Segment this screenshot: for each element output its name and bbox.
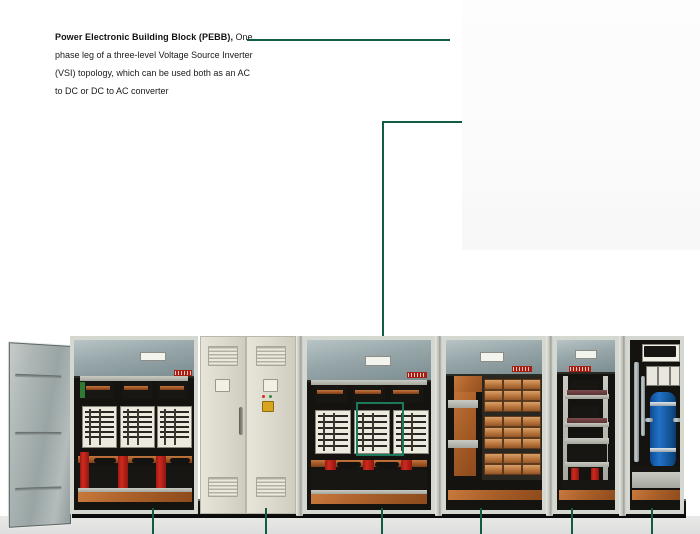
cabinet-door-open[interactable] [7,341,72,529]
bottom-leader-2 [265,508,267,534]
vent-grille [256,477,286,497]
cabinet-post [296,336,303,516]
cabinet-post [619,336,626,516]
cabinet-inverter-left[interactable] [70,336,198,514]
caption-body: One phase leg of a three-level Voltage S… [55,32,253,96]
caption-title-suffix: , [230,32,234,42]
door-badge [215,379,230,392]
converter-cabinet-lineup-photo [7,336,684,534]
cabinet-post [546,336,553,516]
emergency-stop[interactable] [262,401,274,412]
module-leader-horizontal [382,121,468,123]
floor-strip [0,516,700,534]
pebb-highlight-rectangle [356,402,404,456]
cabinet-capacitor-bank[interactable] [442,336,546,514]
cabinet-cooling-unit[interactable] [626,336,684,514]
pebb-caption: Power Electronic Building Block (PEBB), … [55,27,255,99]
cabinet-reactor[interactable] [553,336,619,514]
cabinet-control-2[interactable] [246,336,296,514]
bottom-leader-6 [651,508,653,534]
status-led-green [269,395,272,398]
door-badge [263,379,278,392]
pebb-photo-panel [462,0,700,250]
caption-underline-leader [247,39,450,41]
door-handle[interactable] [239,407,243,435]
vent-grille [208,346,238,366]
vent-grille [256,346,286,366]
status-led-red [262,395,265,398]
cabinet-post [435,336,442,516]
bottom-leader-4 [480,508,482,534]
cabinet-inverter-center[interactable] [303,336,435,514]
bottom-leader-1 [152,508,154,534]
vent-grille [208,477,238,497]
module-leader-vertical [382,121,384,343]
cabinet-control-1[interactable] [200,336,246,514]
bottom-leader-5 [571,508,573,534]
bottom-leader-3 [381,508,383,534]
caption-title: Power Electronic Building Block (PEBB) [55,32,231,42]
